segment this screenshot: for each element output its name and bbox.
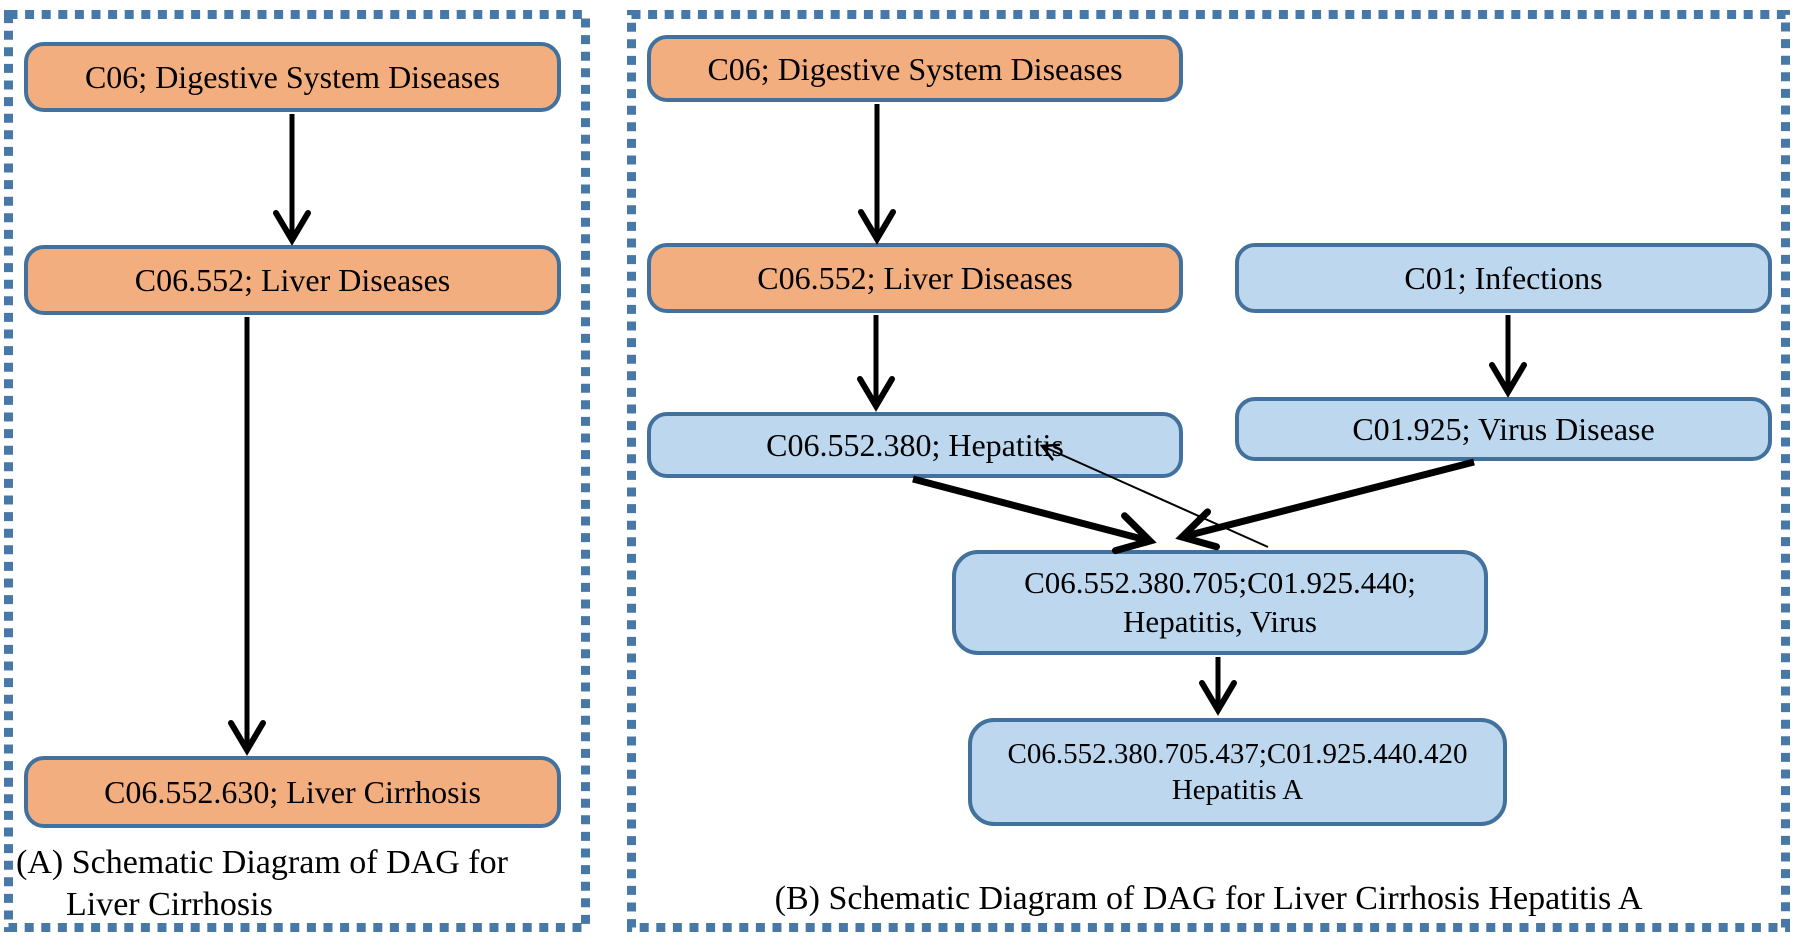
node-b-c06-552-380: C06.552.380; Hepatitis (647, 412, 1183, 478)
node-a-c06: C06; Digestive System Diseases (24, 42, 561, 112)
node-b-c06: C06; Digestive System Diseases (647, 35, 1183, 102)
node-label-line2: Hepatitis A (1171, 774, 1304, 806)
node-label: C06.552; Liver Diseases (757, 260, 1073, 296)
node-a-c06-552: C06.552; Liver Diseases (24, 245, 561, 315)
node-label: C06.552; Liver Diseases (134, 262, 451, 298)
caption-panel-b: (B) Schematic Diagram of DAG for Liver C… (631, 878, 1786, 920)
node-b-c01-925: C01.925; Virus Disease (1235, 397, 1772, 461)
node-b-hepatitis-a: C06.552.380.705.437;C01.925.440.420 Hepa… (968, 718, 1507, 826)
node-label: C06; Digestive System Diseases (707, 50, 1123, 87)
node-b-c06-552: C06.552; Liver Diseases (647, 243, 1183, 313)
node-label: C06.552.630; Liver Cirrhosis (104, 774, 481, 810)
caption-a-line1: (A) Schematic Diagram of DAG for (16, 844, 508, 881)
node-label: C01; Infections (1404, 260, 1603, 296)
edge-b-virus-disease-to-merged (1175, 458, 1475, 551)
node-label-line2: Hepatitis, Virus (1123, 603, 1317, 639)
node-label: C01.925; Virus Disease (1352, 411, 1655, 447)
edge-b-hepatitis-to-merged (912, 475, 1157, 555)
caption-panel-a: (A) Schematic Diagram of DAG for Liver C… (16, 842, 508, 926)
node-a-c06-552-630: C06.552.630; Liver Cirrhosis (24, 756, 561, 828)
node-label-line1: C06.552.380.705;C01.925.440; (1024, 564, 1416, 600)
node-label-line1: C06.552.380.705.437;C01.925.440.420 (1007, 737, 1468, 770)
node-b-c01: C01; Infections (1235, 243, 1772, 313)
caption-b-line1: (B) Schematic Diagram of DAG for Liver C… (774, 880, 1643, 917)
caption-a-line2: Liver Cirrhosis (66, 886, 273, 923)
node-label: C06; Digestive System Diseases (84, 59, 501, 95)
node-b-merged-hepatitis-virus: C06.552.380.705;C01.925.440; Hepatitis, … (952, 550, 1488, 655)
node-label: C06.552.380; Hepatitis (766, 427, 1064, 463)
